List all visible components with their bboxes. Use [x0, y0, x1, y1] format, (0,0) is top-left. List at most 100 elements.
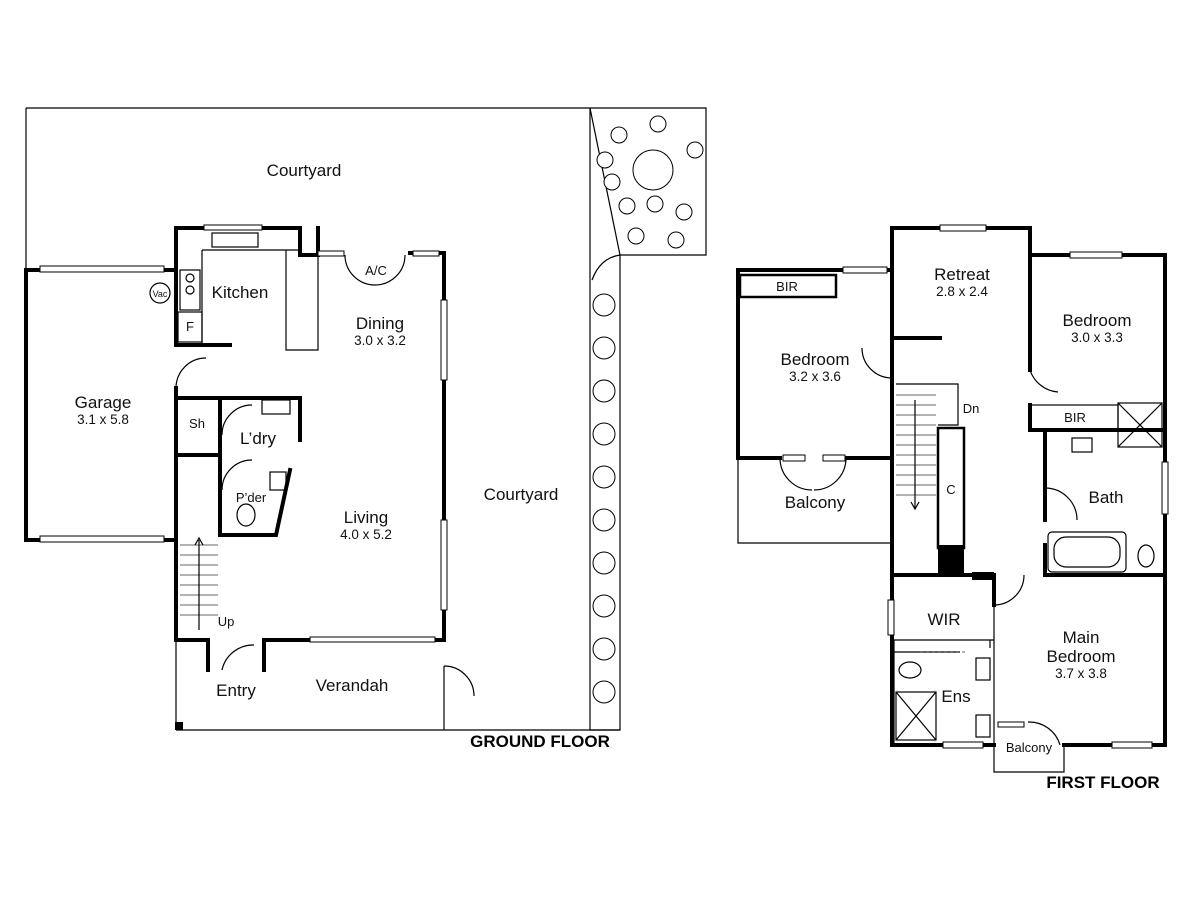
shower-label: Sh — [189, 416, 205, 431]
cupboard-solid — [938, 545, 964, 573]
tree-shrub — [603, 173, 621, 191]
bath-label: Bath — [1089, 488, 1124, 507]
tree-large — [632, 149, 674, 191]
bath-walls — [1043, 428, 1167, 577]
bir-left-box — [738, 273, 838, 299]
tree-shrub — [649, 115, 667, 133]
first-floor-title: FIRST FLOOR — [1046, 773, 1159, 792]
linen-box — [1117, 402, 1163, 448]
entry-door-swing — [221, 644, 255, 671]
retreat-window — [939, 224, 987, 232]
tree-shrub — [596, 151, 614, 169]
balcony-outline — [737, 458, 892, 544]
toilet — [236, 503, 256, 527]
balcony-doors — [779, 457, 847, 491]
main-bedroom-window — [1111, 741, 1153, 749]
garage-door-swing — [175, 357, 207, 389]
balcony-left-label: Balcony — [785, 493, 846, 512]
shower-cross — [895, 691, 937, 741]
stairs-down-label: Dn — [963, 401, 980, 416]
kitchen-label: Kitchen — [212, 283, 269, 302]
burner — [185, 273, 195, 283]
hedge-tree — [592, 508, 616, 532]
laundry-tub — [261, 399, 291, 415]
bir-right-label: BIR — [1064, 410, 1086, 425]
toilet — [1137, 544, 1155, 568]
main-bedroom-label-1: Main — [1063, 628, 1100, 647]
bedroom-right-door — [1029, 369, 1059, 393]
living-label: Living — [344, 508, 388, 527]
verandah-door-swing — [443, 665, 475, 697]
house-walls — [174, 226, 446, 672]
courtyard-top-label: Courtyard — [267, 161, 342, 180]
ground-floor-plan: Courtyard Kitchen A/C Dining 3.0 x 3.2 V… — [24, 107, 707, 751]
first-floor-walls — [736, 226, 1167, 747]
ensuite-walls — [893, 605, 995, 745]
first-floor-plan: BIR Retreat 2.8 x 2.4 Bedroom 3.0 x 3.3 … — [736, 224, 1169, 792]
dining-window — [317, 250, 345, 257]
main-bedroom-dims: 3.7 x 3.8 — [1055, 666, 1107, 681]
ac-label: A/C — [365, 263, 387, 278]
tree-shrub — [627, 227, 645, 245]
powder-door-swing — [221, 459, 253, 491]
hedge-tree — [592, 594, 616, 618]
verandah-label: Verandah — [316, 676, 389, 695]
hedge-tree — [592, 637, 616, 661]
ensuite-basin — [975, 714, 991, 738]
sink — [211, 232, 259, 248]
courtyard-side-label: Courtyard — [484, 485, 559, 504]
ensuite-label: Ens — [941, 687, 970, 706]
dining-door-right — [374, 254, 406, 286]
dining-label: Dining — [356, 314, 404, 333]
laundry-door-swing — [221, 404, 253, 436]
living-dims: 4.0 x 5.2 — [340, 527, 392, 542]
laundry-walls — [174, 396, 302, 537]
tree-shrub — [610, 126, 628, 144]
wir-door-line — [894, 640, 991, 653]
bir-left-label: BIR — [776, 279, 798, 294]
hedge-trees — [592, 293, 616, 704]
kitchen-window — [203, 224, 263, 231]
ground-floor-title: GROUND FLOOR — [470, 732, 610, 751]
bedroom-left-window — [842, 266, 888, 274]
garage-door-top — [39, 265, 165, 273]
wir-label: WIR — [927, 610, 960, 629]
bedroom-left-dims: 3.2 x 3.6 — [789, 369, 841, 384]
hedge-tree — [592, 465, 616, 489]
hedge-tree — [592, 293, 616, 317]
hedge-tree — [592, 336, 616, 360]
living-side-window — [440, 519, 448, 611]
fridge-space — [177, 311, 203, 343]
tree-shrub — [675, 203, 693, 221]
garden-bed-curve — [591, 254, 621, 281]
small-balcony-door — [1027, 721, 1061, 746]
ensuite-toilet — [898, 661, 922, 679]
basin — [1071, 437, 1093, 453]
dining-door-left — [344, 254, 376, 286]
main-bedroom-label-2: Bedroom — [1047, 647, 1116, 666]
bedroom-left-label: Bedroom — [781, 350, 850, 369]
bath-window — [1161, 461, 1169, 515]
cooktop — [179, 269, 201, 311]
garden-trees — [596, 115, 704, 249]
bedroom-right-dims: 3.0 x 3.3 — [1071, 330, 1123, 345]
entry-label: Entry — [216, 681, 256, 700]
dining-window — [412, 250, 440, 257]
hedge-tree — [592, 551, 616, 575]
ensuite-basin — [975, 657, 991, 681]
hedge-tree — [592, 379, 616, 403]
stairs-up-label: Up — [218, 614, 235, 629]
ensuite-window — [942, 741, 984, 749]
bedroom-right-window — [1069, 251, 1123, 259]
balcony-door-frame — [782, 454, 806, 462]
stairs-ground — [180, 536, 218, 630]
fridge-label: F — [186, 319, 194, 334]
living-front-window — [309, 636, 436, 643]
bath-door-swing — [1044, 487, 1078, 521]
laundry-label: L’dry — [240, 429, 276, 448]
bedroom-right-label: Bedroom — [1063, 311, 1132, 330]
dining-side-window — [440, 299, 448, 381]
hedge-tree — [592, 680, 616, 704]
stairs-first — [896, 383, 959, 511]
